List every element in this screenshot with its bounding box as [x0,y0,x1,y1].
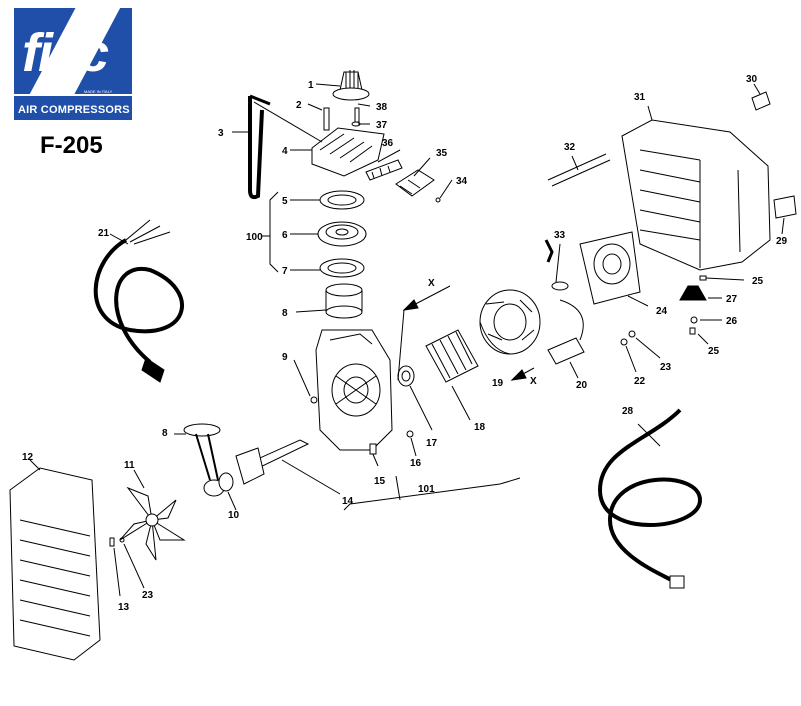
callout-27: 27 [726,294,738,305]
direction-arrow-lower [510,367,535,381]
callout-31: 31 [634,92,646,103]
part-14-crankshaft [235,439,341,495]
logo-wordmark: fiac [22,23,109,83]
callout-36: 36 [382,138,394,149]
part-6-valve-plate [290,221,367,247]
part-16-nut [406,430,417,457]
callout-13: 13 [118,602,130,613]
part-9-screw [293,359,318,404]
callout-29: 29 [776,236,788,247]
callout-1: 1 [308,80,314,91]
part-33-cable-gland [544,239,569,291]
callout-35: 35 [436,148,448,159]
part-38-screw [354,103,371,123]
callout-12: 12 [22,452,34,463]
callout-2: 2 [296,100,302,111]
group-100-bracket [262,191,279,273]
part-4-cylinder-head [253,101,385,177]
callout-14: 14 [342,496,354,507]
callout-8-sleeve: 8 [282,308,288,319]
callout-16: 16 [410,458,422,469]
part-34-screw [435,179,453,203]
part-8-connecting-rod [174,423,225,497]
part-2-bolt [307,103,330,131]
callout-10: 10 [228,510,240,521]
part-25-screw [699,275,745,281]
callout-3: 3 [218,128,224,139]
part-22-screw [620,338,637,373]
part-crankcase [315,329,393,451]
part-31-motor-cover [621,105,771,271]
part-8-cylinder-sleeve [295,283,363,319]
arrow-label-upper: X [428,278,435,289]
callout-11: 11 [124,460,135,471]
callout-101: 101 [418,484,435,495]
part-15-bolt [369,443,379,467]
callout-25-lower: 25 [708,346,720,357]
part-36-gasket [365,149,403,181]
callout-33: 33 [554,230,566,241]
fiac-logo: fiac MADE IN ITALY AIR COMPRESSORS [14,8,132,120]
callout-19: 19 [492,378,504,389]
part-30-fitting [751,83,771,111]
part-5-gasket [290,190,365,210]
callout-21: 21 [98,228,110,239]
callout-24: 24 [656,306,668,317]
part-1-head-knob [315,70,370,101]
callout-100: 100 [246,232,263,243]
part-26-washer [690,316,722,324]
part-17-bearing [397,365,433,431]
part-10-bearing [218,472,237,511]
callout-22: 22 [634,376,646,387]
callout-17: 17 [426,438,438,449]
part-18-rotor [425,329,479,421]
callout-7: 7 [282,266,288,277]
group-101-bracket [343,477,521,511]
part-35-valve-plate [395,157,435,197]
part-24-end-shield [579,231,649,307]
callout-9: 9 [282,352,288,363]
part-37-washer [351,121,370,127]
callout-18: 18 [474,422,486,433]
group-101-leader [395,475,401,501]
part-11-fan [119,469,186,561]
part-25-screw-lower [689,327,709,345]
part-13-screw [109,537,121,597]
part-32-tie-rod [547,153,611,187]
part-19-stator [479,289,541,355]
callout-37: 37 [376,120,388,131]
callout-8-rod: 8 [162,428,168,439]
direction-arrow-upper [397,285,451,381]
part-27-rubber-foot [679,285,722,301]
part-20-capacitor [547,299,585,379]
logo-origin-text: MADE IN ITALY [84,89,113,94]
part-12-fan-shroud [9,459,101,661]
callout-26: 26 [726,316,738,327]
callout-20: 20 [576,380,588,391]
callout-32: 32 [564,142,576,153]
part-21-power-cord [93,219,184,383]
part-28-air-hose [597,408,703,589]
part-29-switch [773,195,797,235]
callout-30: 30 [746,74,758,85]
callout-28: 28 [622,406,634,417]
callout-23-motor: 23 [660,362,672,373]
part-3-tube [232,94,271,200]
part-23-screw [628,330,661,359]
callout-23-fan: 23 [142,590,154,601]
model-title: F-205 [40,132,103,159]
callout-38: 38 [376,102,388,113]
logo-subtitle: AIR COMPRESSORS [18,104,130,116]
callout-6: 6 [282,230,288,241]
callout-34: 34 [456,176,468,187]
arrow-label-lower: X [530,376,537,387]
callout-15: 15 [374,476,386,487]
callout-5: 5 [282,196,288,207]
part-23-screw-fan [119,537,145,589]
callout-25-upper: 25 [752,276,764,287]
part-7-gasket [290,258,365,278]
callout-4: 4 [282,146,288,157]
